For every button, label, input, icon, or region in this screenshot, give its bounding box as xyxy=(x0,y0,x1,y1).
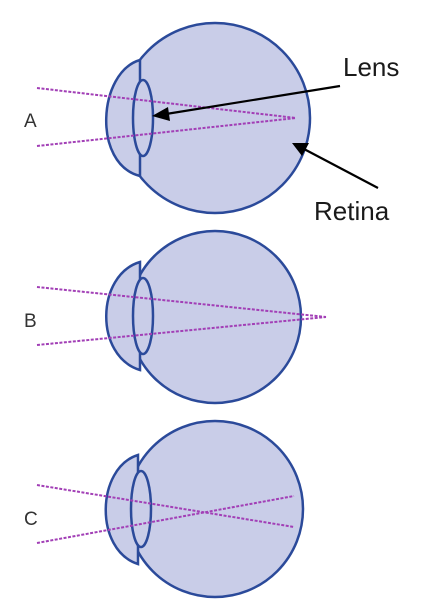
lens-b xyxy=(131,276,155,356)
panel-label-a: A xyxy=(24,111,37,132)
retina-pointer-line xyxy=(303,148,379,189)
panel-label-b: B xyxy=(24,311,37,332)
eyeball-b xyxy=(127,229,303,405)
eye-panel-c: C xyxy=(24,419,305,599)
light-ray-c-bottom xyxy=(36,495,295,544)
eye-panel-b: B xyxy=(24,229,327,405)
lens-callout: Lens xyxy=(152,52,399,121)
cornea-c xyxy=(104,453,140,566)
retina-pointer-arrowhead xyxy=(292,143,309,156)
retina-callout: Retina xyxy=(292,143,390,226)
light-ray-a-top xyxy=(36,87,297,119)
eye-panel-a: A xyxy=(24,21,312,215)
light-ray-a-bottom xyxy=(36,117,297,147)
lens-callout-label: Lens xyxy=(343,52,399,82)
lens-pointer-line xyxy=(165,84,341,116)
panel-label-c: C xyxy=(24,509,38,530)
light-ray-b-bottom xyxy=(36,316,327,346)
cornea-b xyxy=(105,260,142,372)
lens-c xyxy=(129,469,153,549)
light-ray-b-top xyxy=(36,286,327,318)
cornea-a xyxy=(105,58,142,178)
eyeball-c xyxy=(125,419,305,599)
lens-pointer-arrowhead xyxy=(152,107,170,121)
retina-callout-label: Retina xyxy=(314,196,390,226)
light-ray-c-top xyxy=(36,484,295,528)
lens-a xyxy=(131,78,155,158)
